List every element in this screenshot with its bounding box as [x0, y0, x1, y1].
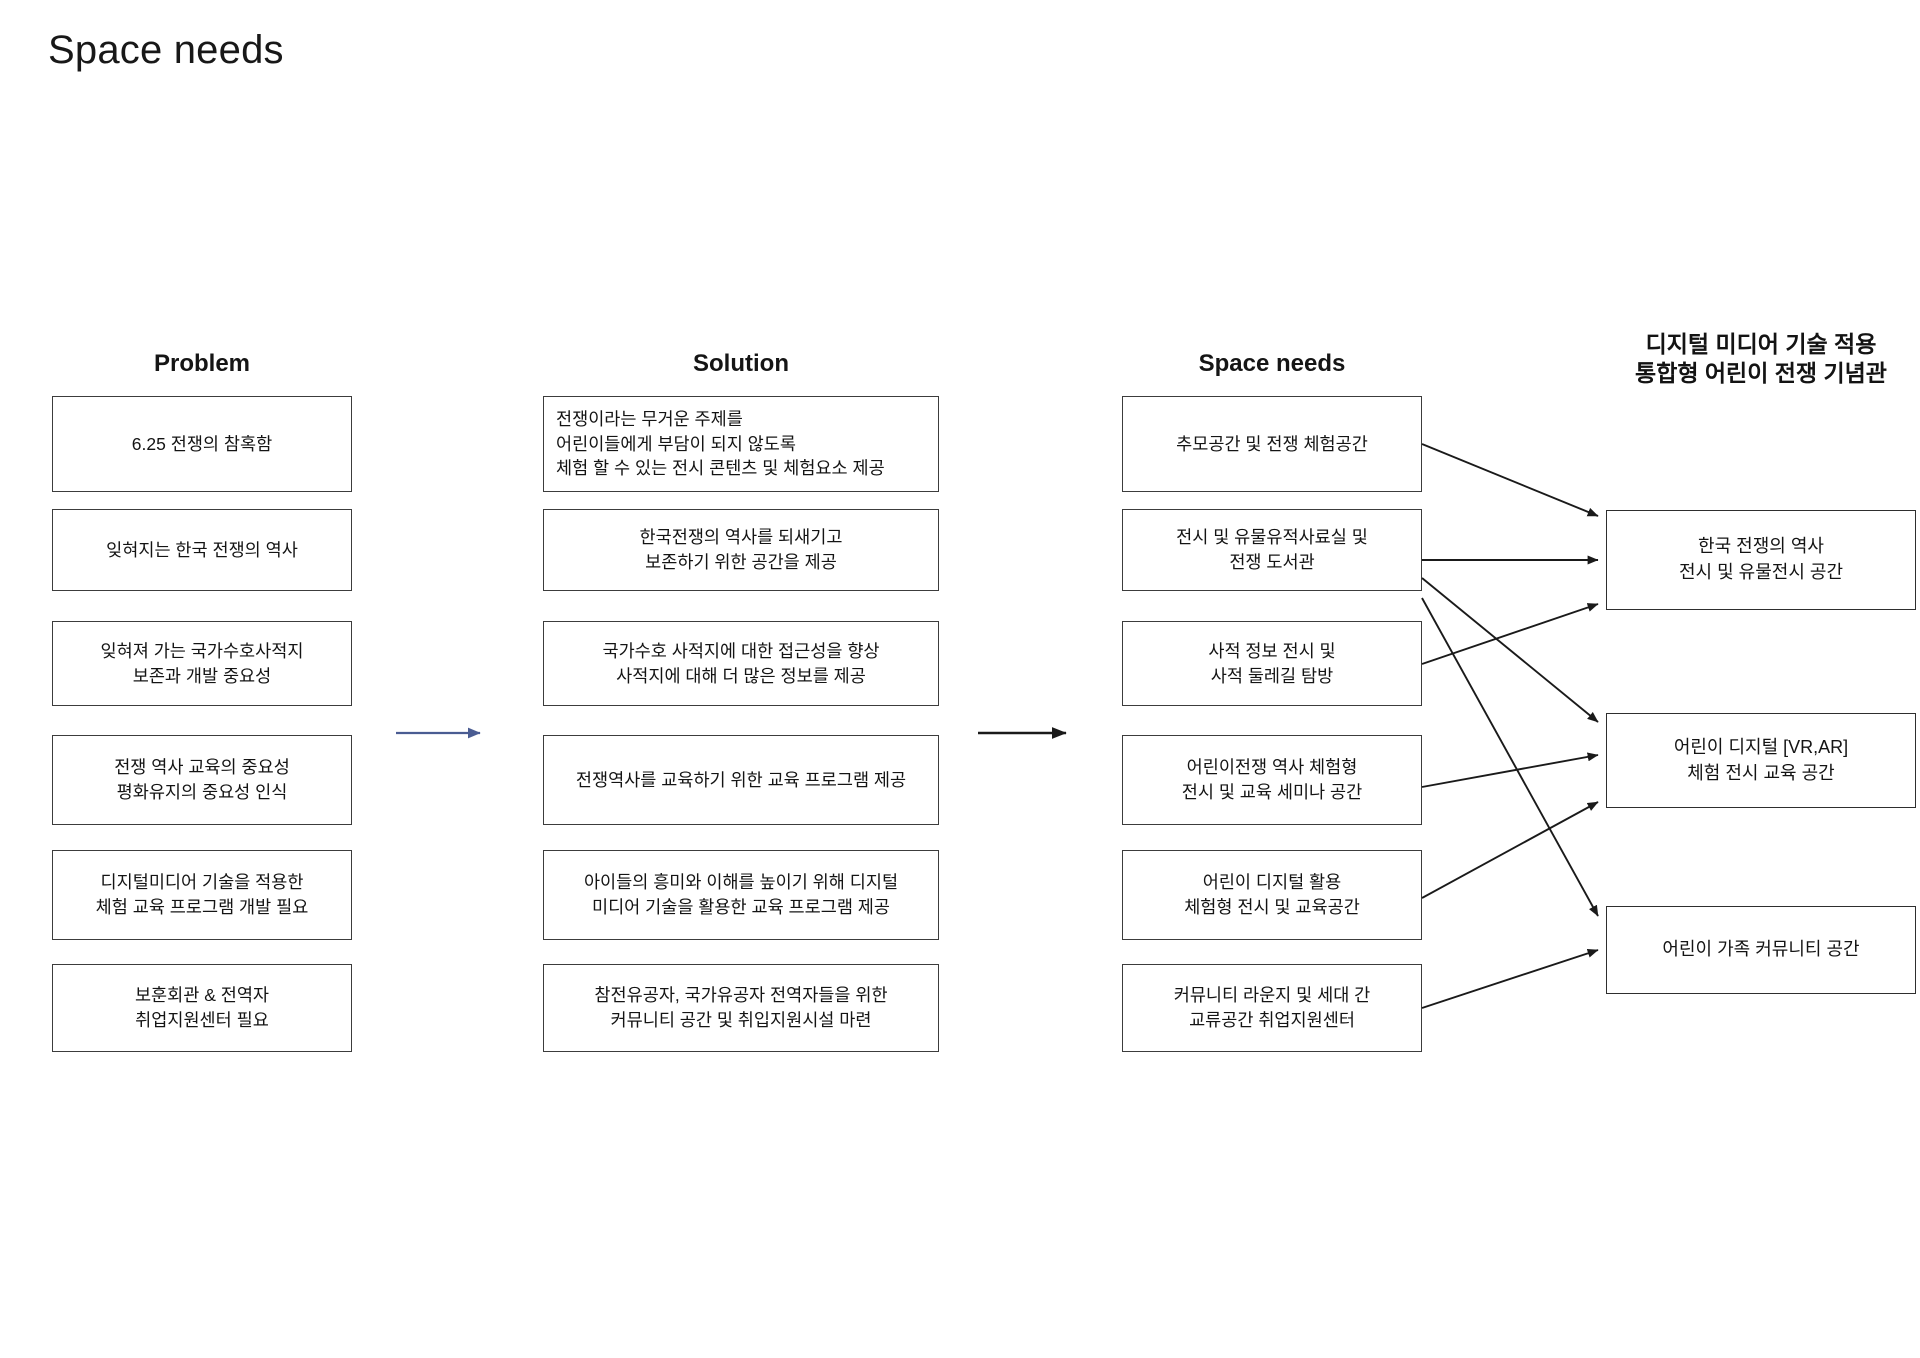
final-header-line-2: 통합형 어린이 전쟁 기념관 [1635, 360, 1887, 387]
space-need-box-6-text: 커뮤니티 라운지 및 세대 간 교류공간 취업지원센터 [1173, 985, 1371, 1030]
problem-box-3-text: 잊혀져 가는 국가수호사적지 보존과 개발 중요성 [100, 640, 304, 686]
final-header-line-1: 디지털 미디어 기술 적용 [1645, 331, 1877, 357]
final-box-1-text: 한국 전쟁의 역사 전시 및 유물전시 공간 [1678, 536, 1844, 582]
space-need-box-6[interactable]: 커뮤니티 라운지 및 세대 간 교류공간 취업지원센터 [1122, 964, 1422, 1052]
solution-box-1-text: 전쟁이라는 무거운 주제를 어린이들에게 부담이 되지 않도록 체험 할 수 있… [556, 408, 885, 479]
connector-sn1-final1 [1421, 443, 1599, 517]
space-need-box-4-text: 어린이전쟁 역사 체험형 전시 및 교육 세미나 공간 [1181, 757, 1363, 802]
solution-box-4-text: 전쟁역사를 교육하기 위한 교육 프로그램 제공 [575, 769, 907, 790]
solution-box-2[interactable]: 한국전쟁의 역사를 되새기고 보존하기 위한 공간을 제공 [543, 509, 939, 591]
page-title: Space needs [48, 28, 284, 72]
solution-box-6-text: 참전유공자, 국가유공자 전역자들을 위한 커뮤니티 공간 및 취입지원시설 마… [594, 985, 888, 1030]
connector-sn2-final2 [1421, 577, 1599, 723]
connector-sn2-final3 [1421, 597, 1599, 917]
problem-box-4-text: 전쟁 역사 교육의 중요성 평화유지의 중요성 인식 [114, 757, 290, 802]
final-box-2-text: 어린이 디지털 [VR,AR] 체험 전시 교육 공간 [1673, 736, 1849, 783]
column-header-solution: Solution [693, 350, 789, 377]
space-need-box-1-text: 추모공간 및 전쟁 체험공간 [1176, 433, 1368, 454]
column-header-space-needs: Space needs [1198, 350, 1346, 377]
problem-box-4[interactable]: 전쟁 역사 교육의 중요성 평화유지의 중요성 인식 [52, 735, 352, 825]
space-need-box-1[interactable]: 추모공간 및 전쟁 체험공간 [1122, 396, 1422, 492]
problem-box-1[interactable]: 6.25 전쟁의 참혹함 [52, 396, 352, 492]
problem-box-6-text: 보훈회관 & 전역자 취업지원센터 필요 [134, 985, 270, 1030]
problem-box-1-text: 6.25 전쟁의 참혹함 [131, 433, 273, 454]
space-need-box-4[interactable]: 어린이전쟁 역사 체험형 전시 및 교육 세미나 공간 [1122, 735, 1422, 825]
connector-sn5-final2 [1421, 801, 1599, 899]
connector-sn3-final1 [1421, 603, 1599, 665]
connector-sn6-final3 [1421, 948, 1599, 1009]
space-need-box-3[interactable]: 사적 정보 전시 및 사적 둘레길 탐방 [1122, 621, 1422, 706]
solution-box-1[interactable]: 전쟁이라는 무거운 주제를 어린이들에게 부담이 되지 않도록 체험 할 수 있… [543, 396, 939, 492]
problem-box-2[interactable]: 잊혀지는 한국 전쟁의 역사 [52, 509, 352, 591]
solution-box-5[interactable]: 아이들의 흥미와 이해를 높이기 위해 디지털 미디어 기술을 활용한 교육 프… [543, 850, 939, 940]
final-box-1[interactable]: 한국 전쟁의 역사 전시 및 유물전시 공간 [1606, 510, 1916, 610]
space-need-box-5[interactable]: 어린이 디지털 활용 체험형 전시 및 교육공간 [1122, 850, 1422, 940]
space-need-box-2[interactable]: 전시 및 유물유적사료실 및 전쟁 도서관 [1122, 509, 1422, 591]
column-header-final-concept: 디지털 미디어 기술 적용 통합형 어린이 전쟁 기념관 [1606, 330, 1916, 389]
solution-box-2-text: 한국전쟁의 역사를 되새기고 보존하기 위한 공간을 제공 [639, 527, 843, 572]
solution-box-5-text: 아이들의 흥미와 이해를 높이기 위해 디지털 미디어 기술을 활용한 교육 프… [583, 872, 899, 917]
final-box-3[interactable]: 어린이 가족 커뮤니티 공간 [1606, 906, 1916, 994]
solution-box-6[interactable]: 참전유공자, 국가유공자 전역자들을 위한 커뮤니티 공간 및 취입지원시설 마… [543, 964, 939, 1052]
final-box-3-text: 어린이 가족 커뮤니티 공간 [1662, 939, 1860, 960]
problem-box-5-text: 디지털미디어 기술을 적용한 체험 교육 프로그램 개발 필요 [95, 872, 309, 917]
space-need-box-5-text: 어린이 디지털 활용 체험형 전시 및 교육공간 [1184, 872, 1360, 917]
problem-box-5[interactable]: 디지털미디어 기술을 적용한 체험 교육 프로그램 개발 필요 [52, 850, 352, 940]
space-need-box-3-text: 사적 정보 전시 및 사적 둘레길 탐방 [1208, 640, 1336, 686]
solution-box-3[interactable]: 국가수호 사적지에 대한 접근성을 향상 사적지에 대해 더 많은 정보를 제공 [543, 621, 939, 706]
final-box-2[interactable]: 어린이 디지털 [VR,AR] 체험 전시 교육 공간 [1606, 713, 1916, 808]
problem-box-6[interactable]: 보훈회관 & 전역자 취업지원센터 필요 [52, 964, 352, 1052]
solution-box-4[interactable]: 전쟁역사를 교육하기 위한 교육 프로그램 제공 [543, 735, 939, 825]
space-need-box-2-text: 전시 및 유물유적사료실 및 전쟁 도서관 [1176, 527, 1368, 572]
connector-sn4-final2 [1421, 752, 1599, 788]
solution-box-3-text: 국가수호 사적지에 대한 접근성을 향상 사적지에 대해 더 많은 정보를 제공 [602, 640, 880, 686]
column-header-problem: Problem [153, 350, 251, 377]
problem-box-3[interactable]: 잊혀져 가는 국가수호사적지 보존과 개발 중요성 [52, 621, 352, 706]
problem-box-2-text: 잊혀지는 한국 전쟁의 역사 [106, 539, 298, 560]
